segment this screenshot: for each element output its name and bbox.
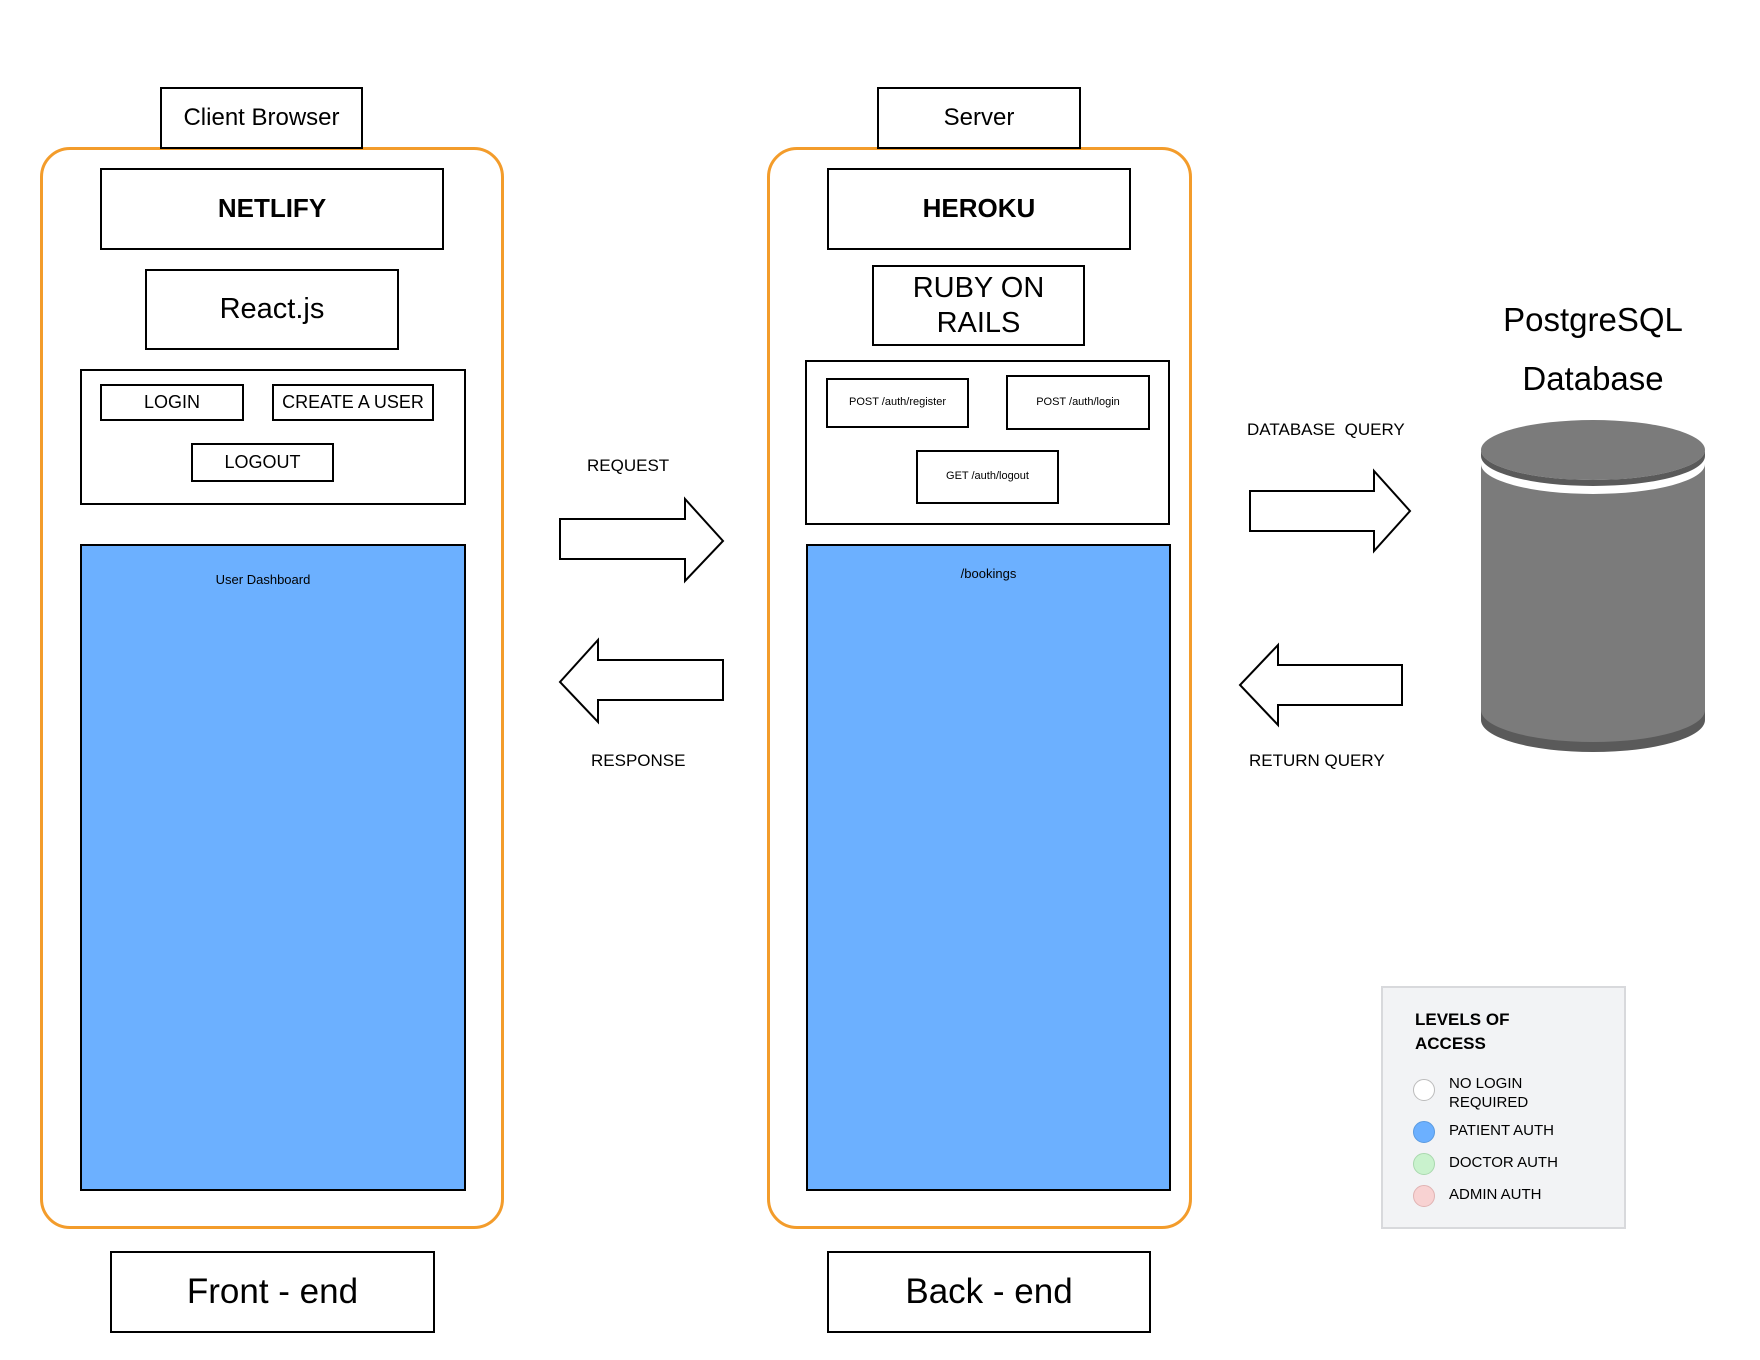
database-cylinder-icon xyxy=(1481,420,1705,752)
database-query-arrow xyxy=(1249,468,1412,554)
legend-item-patient: PATIENT AUTH xyxy=(1413,1121,1559,1143)
response-label: RESPONSE xyxy=(591,751,686,770)
server-tab: Server xyxy=(877,87,1081,149)
react-box: React.js xyxy=(145,269,399,350)
heroku-box: HEROKU xyxy=(827,168,1131,250)
database-title-line1: PostgreSQL xyxy=(1503,301,1683,338)
legend-title: LEVELS OF ACCESS xyxy=(1415,1010,1510,1053)
legend-item-no-login: NO LOGIN REQUIRED xyxy=(1413,1074,1559,1112)
access-legend: LEVELS OF ACCESS NO LOGIN REQUIRED PATIE… xyxy=(1381,986,1626,1229)
patient-dot-icon xyxy=(1413,1121,1435,1143)
return-query-arrow xyxy=(1238,642,1403,728)
bookings-area: /bookings xyxy=(806,544,1171,1191)
legend-label-admin: ADMIN AUTH xyxy=(1449,1186,1542,1203)
user-dashboard-label: User Dashboard xyxy=(215,572,311,587)
database-title: PostgreSQL Database xyxy=(1450,290,1736,408)
request-label: REQUEST xyxy=(587,456,670,475)
admin-dot-icon xyxy=(1413,1185,1435,1207)
return-query-label: RETURN QUERY xyxy=(1249,751,1385,770)
login-button[interactable]: LOGIN xyxy=(100,384,244,421)
legend-item-admin: ADMIN AUTH xyxy=(1413,1185,1559,1207)
logout-button[interactable]: LOGOUT xyxy=(191,443,334,482)
database-title-line2: Database xyxy=(1522,360,1664,397)
request-arrow xyxy=(559,496,725,584)
doctor-dot-icon xyxy=(1413,1153,1435,1175)
client-browser-tab: Client Browser xyxy=(160,87,363,149)
legend-label-no-login: NO LOGIN REQUIRED xyxy=(1449,1075,1529,1111)
legend-label-doctor: DOCTOR AUTH xyxy=(1449,1154,1558,1171)
bookings-label: /bookings xyxy=(960,566,1017,581)
backend-footer: Back - end xyxy=(827,1251,1151,1333)
netlify-box: NETLIFY xyxy=(100,168,444,250)
rails-box: RUBY ON RAILS xyxy=(872,265,1085,346)
response-arrow xyxy=(558,637,724,725)
no-login-dot-icon xyxy=(1413,1079,1435,1101)
user-dashboard-area: User Dashboard xyxy=(80,544,466,1191)
route-logout: GET /auth/logout xyxy=(916,450,1059,504)
legend-label-patient: PATIENT AUTH xyxy=(1449,1122,1555,1139)
route-login: POST /auth/login xyxy=(1006,375,1150,430)
database-query-label: DATABASE QUERY xyxy=(1247,420,1405,439)
legend-item-doctor: DOCTOR AUTH xyxy=(1413,1153,1559,1175)
create-user-button[interactable]: CREATE A USER xyxy=(272,384,434,421)
frontend-footer: Front - end xyxy=(110,1251,435,1333)
route-register: POST /auth/register xyxy=(826,378,969,428)
